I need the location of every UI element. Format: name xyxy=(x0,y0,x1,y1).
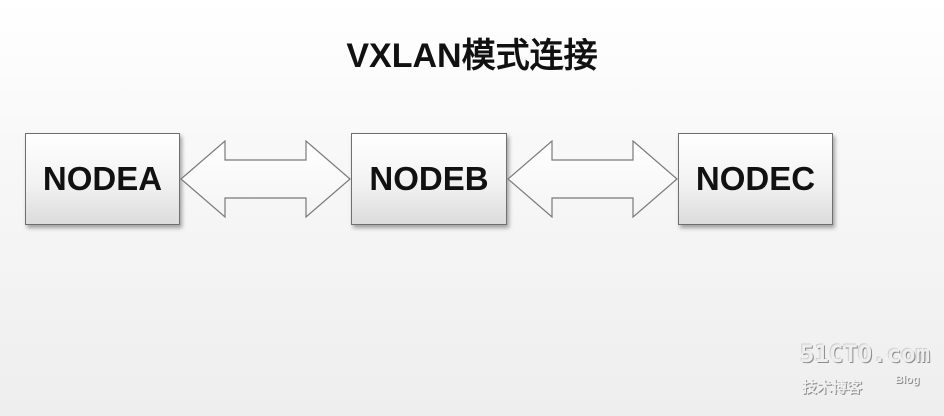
diagram-title: VXLAN模式连接 xyxy=(346,37,598,75)
watermark: 51CTO.com 技术博客 Blog xyxy=(800,340,940,400)
node-b-box: NODEB xyxy=(351,133,507,225)
watermark-logo: 51CTO.com xyxy=(800,340,931,368)
bidirectional-arrow-a-b xyxy=(180,140,351,218)
node-a-label: NODEA xyxy=(42,160,163,197)
bidirectional-arrow-b-c xyxy=(507,140,678,218)
node-b-label: NODEB xyxy=(369,160,489,197)
node-c-box: NODEC xyxy=(678,133,833,225)
node-c-label: NODEC xyxy=(695,160,816,197)
arrow-shape xyxy=(180,140,351,218)
node-a-box: NODEA xyxy=(25,133,180,225)
arrow-shape xyxy=(507,140,678,218)
watermark-subtitle: 技术博客 xyxy=(802,379,863,396)
watermark-blog: Blog xyxy=(895,374,920,386)
